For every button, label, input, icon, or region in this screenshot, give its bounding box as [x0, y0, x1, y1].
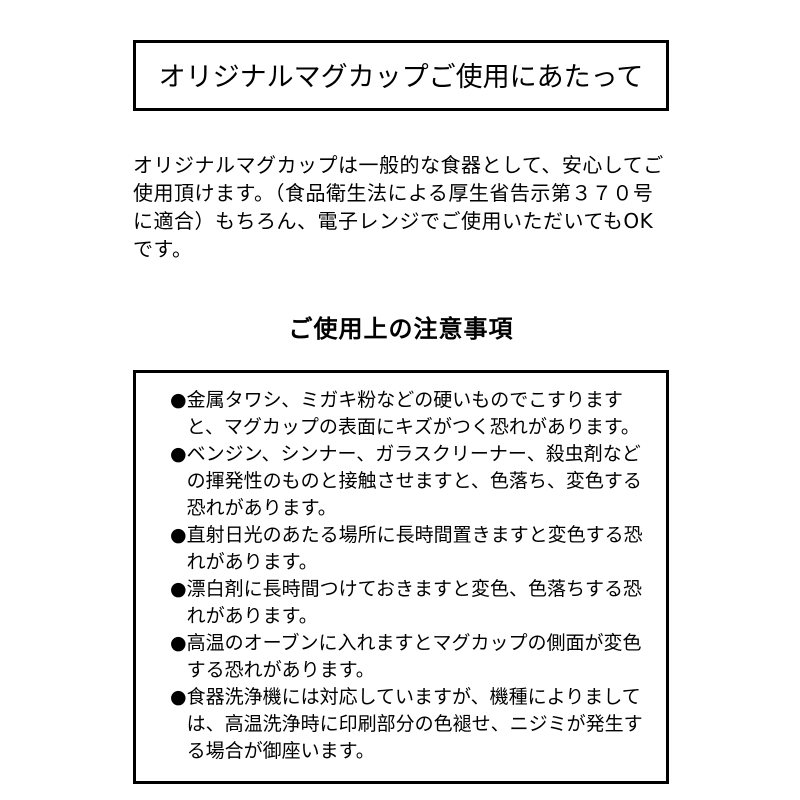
bullet-icon: ●	[170, 578, 187, 600]
bullet-icon: ●	[170, 524, 187, 546]
note-text: 金属タワシ、ミガキ粉などの硬いものでこすりますと、マグカップの表面にキズがつく恐…	[186, 389, 640, 438]
bullet-icon: ●	[170, 389, 187, 411]
page-title: オリジナルマグカップご使用にあたって	[158, 62, 644, 93]
note-text: 食器洗浄機には対応していますが、機種によりましては、高温洗浄時に印刷部分の色褪せ…	[186, 686, 643, 762]
title-box: オリジナルマグカップご使用にあたって	[133, 40, 669, 111]
list-item: ● ベンジン、シンナー、ガラスクリーナー、殺虫剤などの揮発性のものと接触させます…	[170, 441, 648, 522]
list-item: ● 金属タワシ、ミガキ粉などの硬いものでこすりますと、マグカップの表面にキズがつ…	[170, 387, 648, 441]
document-content: オリジナルマグカップご使用にあたって オリジナルマグカップは一般的な食器として、…	[133, 40, 669, 784]
list-item: ● 直射日光のあたる場所に長時間置きますと変色する恐れがあります。	[170, 522, 648, 576]
note-text: 漂白剤に長時間つけておきますと変色、色落ちする恐れがあります。	[186, 578, 643, 627]
bullet-icon: ●	[170, 686, 187, 708]
note-text: 高温のオーブンに入れますとマグカップの側面が変色する恐れがあります。	[186, 632, 642, 681]
note-text: 直射日光のあたる場所に長時間置きますと変色する恐れがあります。	[186, 524, 643, 573]
list-item: ● 高温のオーブンに入れますとマグカップの側面が変色する恐れがあります。	[170, 630, 648, 684]
intro-paragraph: オリジナルマグカップは一般的な食器として、安心してご使用頂けます。（食品衛生法に…	[133, 153, 664, 261]
note-text: ベンジン、シンナー、ガラスクリーナー、殺虫剤などの揮発性のものと接触させますと、…	[186, 443, 642, 519]
list-item: ● 食器洗浄機には対応していますが、機種によりましては、高温洗浄時に印刷部分の色…	[170, 684, 648, 765]
bullet-icon: ●	[170, 632, 187, 654]
bullet-icon: ●	[170, 443, 187, 465]
caution-notes-box: ● 金属タワシ、ミガキ粉などの硬いものでこすりますと、マグカップの表面にキズがつ…	[133, 370, 669, 784]
section-heading: ご使用上の注意事項	[288, 315, 514, 343]
list-item: ● 漂白剤に長時間つけておきますと変色、色落ちする恐れがあります。	[170, 576, 648, 630]
